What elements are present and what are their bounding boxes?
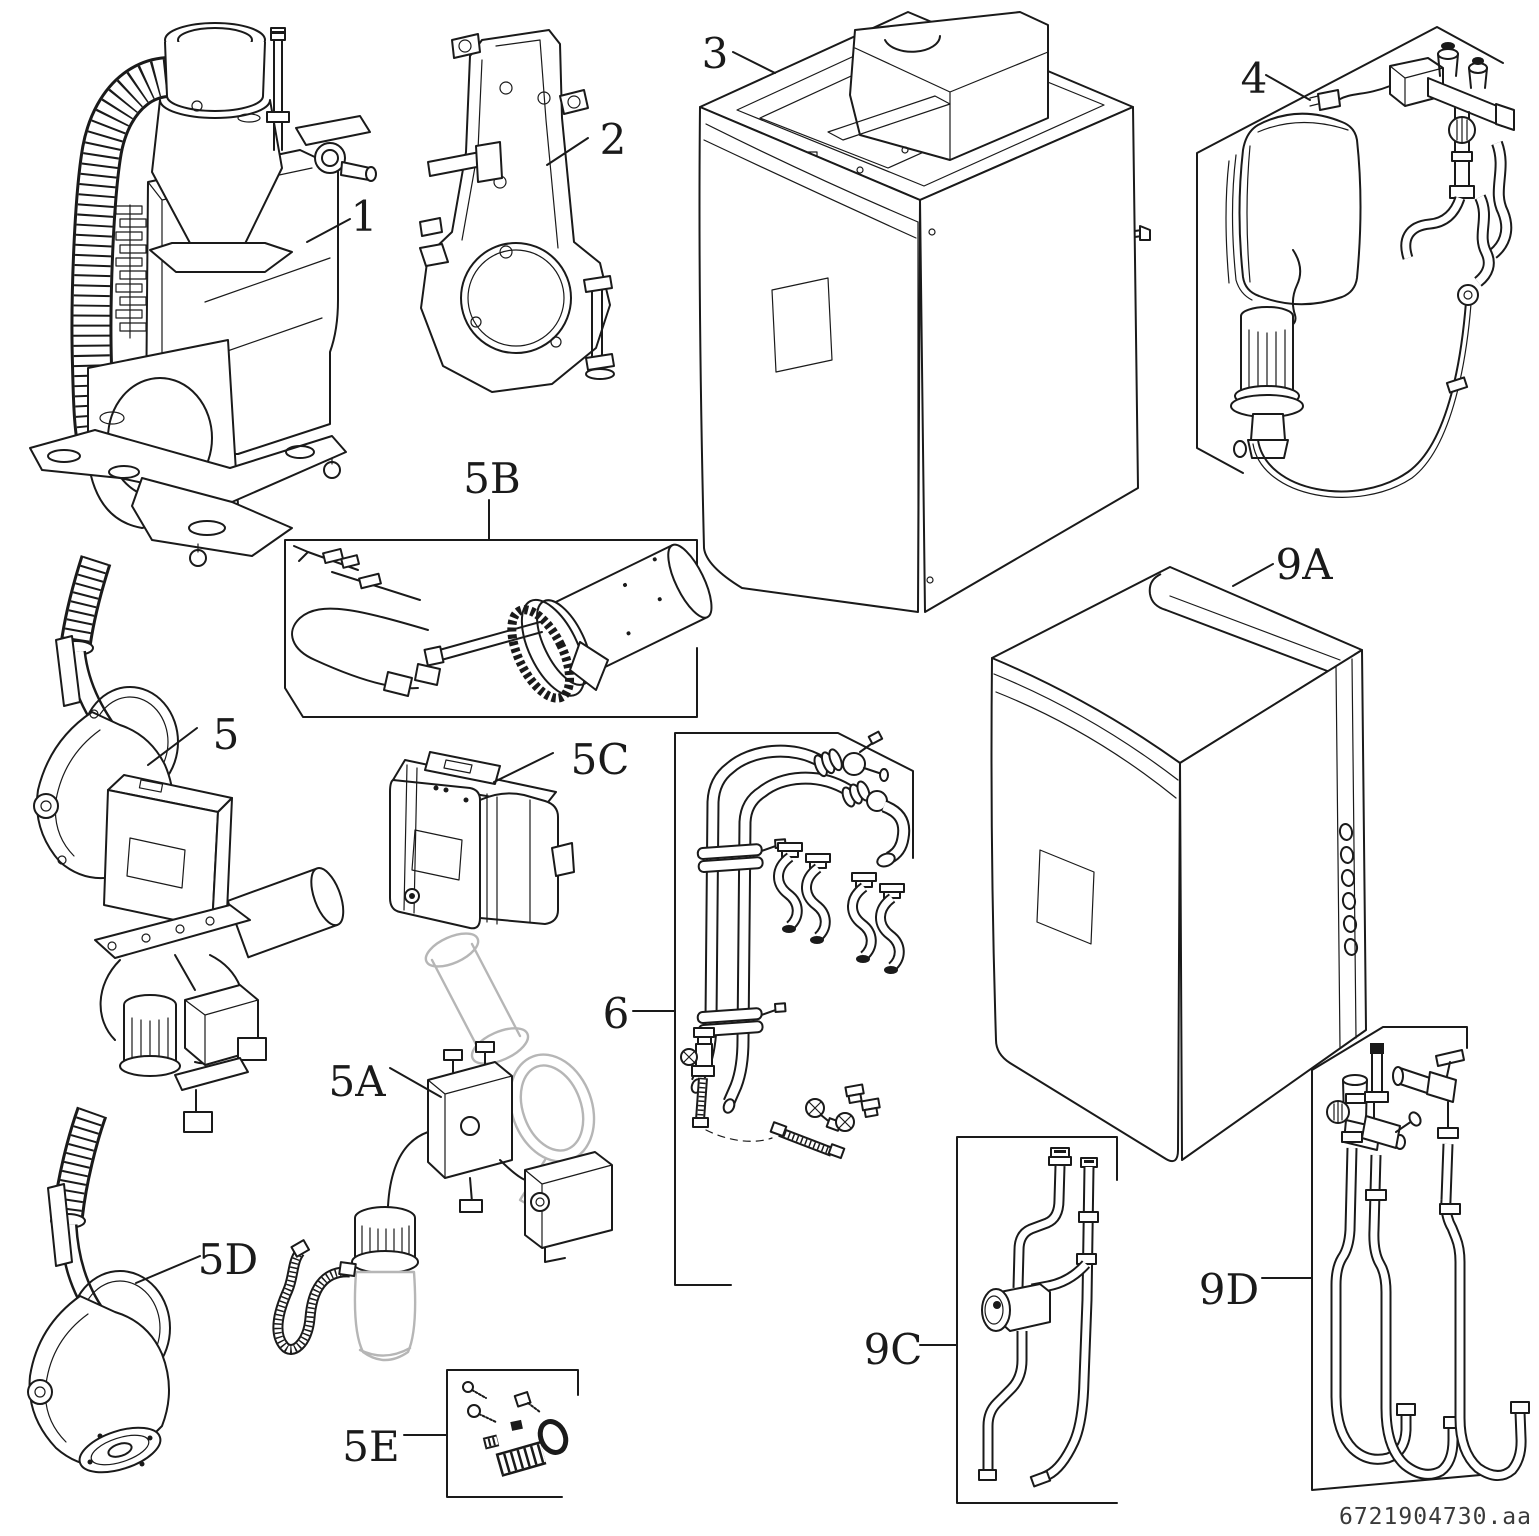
group-box-4	[1196, 26, 1504, 474]
group-box-5b	[284, 539, 698, 718]
group-box-9d	[1311, 1026, 1504, 1491]
part-label-5b: 5B	[463, 454, 521, 503]
part-2-mounting-plate-illustration	[419, 29, 615, 393]
document-number: 6721904730.aa	[1339, 1504, 1532, 1530]
leader-line-1	[306, 218, 351, 243]
part-5e-service-kit-illustration	[462, 1381, 569, 1477]
part-9d-connection-pipes-illustration	[1326, 1043, 1530, 1481]
leader-line-5c	[493, 752, 554, 783]
part-5-burner-assembly-illustration	[33, 555, 345, 1133]
leader-line-2	[546, 137, 589, 166]
leader-line-5a	[389, 1067, 442, 1098]
part-5b-burner-illustration	[291, 543, 713, 703]
part-5d-fan-illustration	[27, 1106, 171, 1474]
group-box-6	[674, 732, 914, 1286]
part-label-3: 3	[702, 29, 729, 78]
part-label-4: 4	[1241, 54, 1268, 103]
group-boxes	[284, 26, 1504, 1504]
part-label-1: 1	[351, 192, 378, 241]
leader-line-9a	[1232, 563, 1274, 587]
part-label-9d: 9D	[1199, 1265, 1259, 1314]
part-label-6: 6	[603, 989, 630, 1038]
s-pipes	[773, 842, 905, 974]
part-label-5d: 5D	[198, 1235, 258, 1284]
part-6-piping-kit-illustration	[680, 730, 911, 1160]
part-9a-casing-illustration	[990, 566, 1367, 1163]
part-label-5e: 5E	[342, 1422, 399, 1471]
part-1-heat-exchanger-illustration	[29, 22, 377, 567]
leader-line-4	[1265, 74, 1311, 101]
part-4-expansion-vessel-illustration	[1225, 42, 1515, 498]
part-5a-gas-valve-illustration	[272, 932, 613, 1362]
part-label-9c: 9C	[864, 1325, 923, 1374]
part-label-2: 2	[600, 115, 627, 164]
part-label-5: 5	[213, 710, 240, 759]
part-3-casing-illustration	[698, 11, 1151, 613]
leader-line-5d	[135, 1255, 201, 1284]
part-label-5c: 5C	[571, 735, 630, 784]
group-box-5e	[446, 1369, 579, 1498]
part-5c-control-unit-illustration	[389, 751, 575, 930]
part-label-5a: 5A	[328, 1057, 386, 1106]
group-box-9c	[956, 1136, 1118, 1504]
part-9c-pump-piping-illustration	[978, 1147, 1099, 1488]
leader-line-5	[147, 727, 198, 766]
leader-line-3	[732, 51, 776, 74]
part-label-9a: 9A	[1275, 540, 1333, 589]
leader-lines	[135, 51, 1313, 1436]
